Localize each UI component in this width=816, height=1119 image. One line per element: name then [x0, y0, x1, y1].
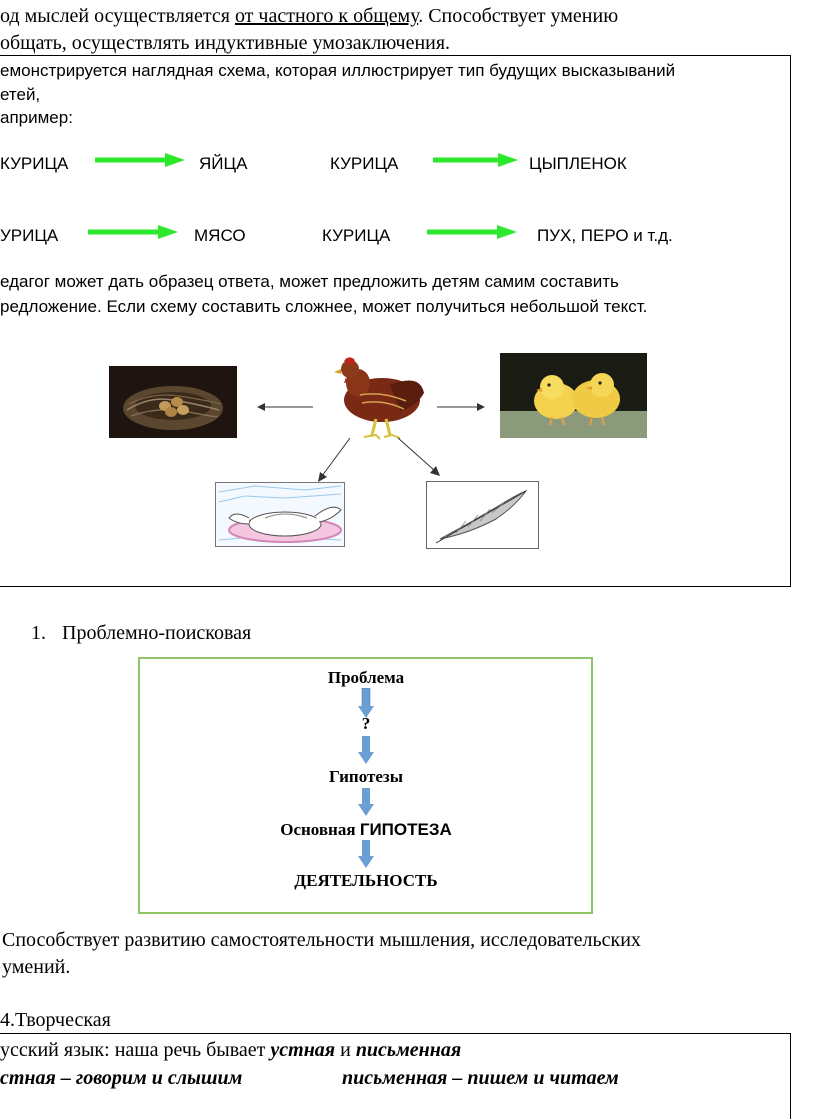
arrow-down-icon [358, 840, 374, 868]
row1-chicken-b: КУРИЦА [330, 154, 399, 173]
row2-chicken-b: КУРИЦА [322, 226, 391, 245]
nest-eggs-image [109, 366, 237, 438]
problem-scheme-box [138, 657, 593, 914]
section-title-creative: 4.Творческая [0, 1009, 111, 1031]
roast-chicken-image [215, 482, 345, 547]
speech-oral: устная [270, 1039, 336, 1061]
section-number: 1. [31, 622, 46, 644]
main-hypothesis-prefix: Основная [280, 820, 360, 839]
green-arrow-icon [88, 225, 178, 239]
chicks-image [500, 353, 647, 438]
speech-line-2-right: письменная – пишем и читаем [342, 1067, 619, 1089]
row2-meat: МЯСО [194, 226, 246, 245]
section-title-problem-search: Проблемно-поисковая [62, 622, 252, 644]
row2-chicken-a: УРИЦА [0, 226, 59, 245]
arrow-down-icon [358, 788, 374, 816]
arrow-down-left-icon [318, 437, 351, 482]
feather-image [426, 481, 539, 549]
arrow-down-icon [358, 736, 374, 764]
hen-image [334, 357, 424, 440]
activity-label: ДЕЯТЕЛЬНОСТЬ [294, 871, 438, 890]
intro-line-1: од мыслей осуществляется от частного к о… [0, 4, 618, 28]
row2-down-feather: ПУХ, ПЕРО и т.д. [537, 226, 673, 245]
green-arrow-icon [433, 153, 518, 167]
row1-chick: ЦЫПЛЕНОК [529, 154, 627, 173]
speech-line-1: усский язык: наша речь бывает устная и п… [0, 1038, 461, 1062]
scheme-para-1: едагог может дать образец ответа, может … [0, 272, 619, 291]
speech-written: письменная [355, 1039, 462, 1061]
main-hypothesis-caps: ГИПОТЕЗА [359, 820, 452, 839]
speech-prefix: усский язык: наша речь бывает [0, 1039, 271, 1061]
problem-label: Проблема [327, 668, 405, 687]
intro-text: од мыслей осуществляется [0, 5, 235, 27]
green-arrow-icon [95, 153, 185, 167]
arrow-right-icon [437, 403, 485, 411]
intro-text-suffix: . Способствует умению [418, 5, 619, 27]
speech-and: и [335, 1039, 356, 1061]
green-arrow-icon [427, 225, 517, 239]
main-hypothesis-label: Основная ГИПОТЕЗА [216, 820, 516, 840]
question-mark: ? [361, 714, 371, 733]
after-text-1: Способствует развитию самостоятельности … [2, 929, 641, 951]
arrow-left-icon [257, 403, 313, 411]
row1-chicken-a: КУРИЦА [0, 154, 69, 173]
intro-line-2: общать, осуществлять индуктивные умозакл… [0, 32, 451, 54]
row1-eggs: ЯЙЦА [199, 154, 248, 173]
arrow-down-right-icon [397, 437, 440, 476]
speech-line-2-left: стная – говорим и слышим [0, 1067, 243, 1089]
after-text-2: умений. [2, 956, 71, 978]
scheme-text-3: апример: [0, 108, 73, 127]
scheme-box [0, 55, 791, 587]
scheme-text-2: етей, [0, 85, 41, 104]
arrow-down-icon [358, 688, 374, 718]
scheme-text-1: емонстрируется наглядная схема, которая … [0, 61, 676, 80]
hypotheses-label: Гипотезы [328, 767, 404, 786]
scheme-para-2: редложение. Если схему составить сложнее… [0, 297, 648, 316]
intro-underlined: от частного к общему [234, 5, 419, 27]
speech-box [0, 1033, 791, 1119]
